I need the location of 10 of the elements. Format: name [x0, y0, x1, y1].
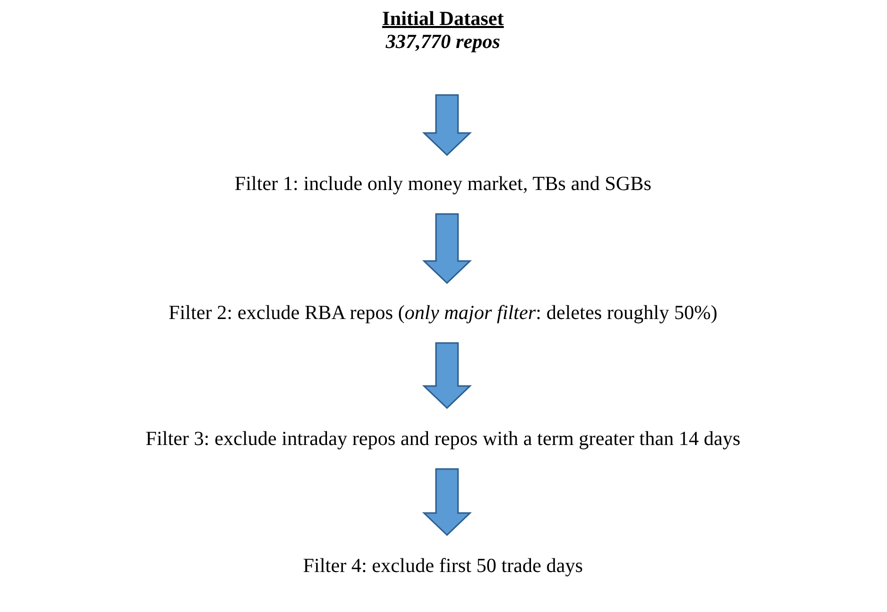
heading-text: Initial Dataset [382, 8, 504, 31]
filter-text: Filter 3: exclude intraday repos and repos with a term greater than 14 days [146, 428, 740, 451]
block-arrow [422, 468, 472, 536]
filter-text: Filter 1: include only money market, TBs and SGBs [234, 173, 652, 196]
filter-text: Filter 4: exclude first 50 trade days [303, 555, 583, 578]
filter-text: Filter 2: exclude RBA repos (only major filter: deletes roughly 50%) [168, 302, 718, 325]
block-arrow [422, 213, 472, 284]
block-arrow [422, 342, 472, 410]
count-text: 337,770 repos [384, 31, 502, 54]
block-arrow [422, 94, 472, 156]
